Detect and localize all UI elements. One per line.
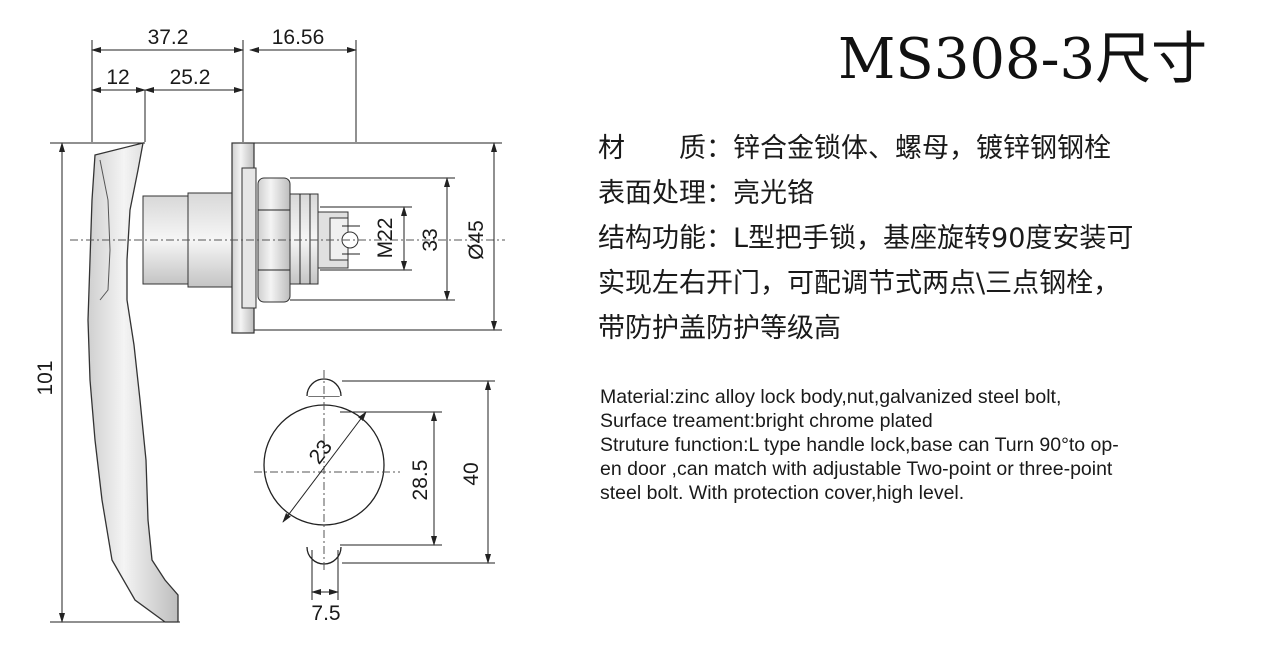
spec-cn-material: 材 质：锌合金锁体、螺母，镀锌钢钢栓: [598, 133, 1111, 164]
spec-en-material: Material:zinc alloy lock body,nut,galvan…: [600, 386, 1062, 408]
dim-line-23: [282, 411, 367, 523]
dim-label-12: 12: [106, 66, 129, 89]
dim-label-40: 40: [460, 462, 483, 485]
product-title: MS308-3尺寸: [838, 27, 1208, 92]
handle-shaft: [142, 195, 189, 285]
dim-label-28-5: 28.5: [409, 460, 432, 501]
spec-english: Material:zinc alloy lock body,nut,galvan…: [600, 385, 1220, 505]
dim-label-45: Ø45: [465, 220, 488, 260]
dim-label-m22: M22: [374, 218, 397, 259]
spec-cn-surface: 表面处理：亮光铬: [598, 178, 814, 209]
dim-label-25-2: 25.2: [170, 66, 211, 89]
spec-en-function-3: steel bolt. With protection cover,high l…: [600, 482, 965, 504]
spec-cn-function-2: 实现左右开门，可配调节式两点\三点钢栓，: [598, 268, 1121, 299]
spec-cn-function-1: 结构功能：L型把手锁，基座旋转90度安装可: [598, 223, 1134, 254]
handle-body: [87, 142, 179, 623]
dim-label-16-56: 16.56: [272, 26, 325, 49]
side-view: [50, 40, 505, 623]
spec-cn-function-3: 带防护盖防护等级高: [598, 313, 841, 344]
spec-en-function-1: Struture function:L type handle lock,bas…: [600, 434, 1119, 456]
spec-chinese: 材 质：锌合金锁体、螺母，镀锌钢钢栓 表面处理：亮光铬 结构功能：L型把手锁，基…: [598, 126, 1238, 351]
spec-en-function-2: en door ,can match with adjustable Two-p…: [600, 458, 1113, 480]
dim-label-33: 33: [419, 228, 442, 251]
dim-label-37-2: 37.2: [148, 26, 189, 49]
cutout-view: [254, 370, 495, 600]
dim-label-101: 101: [34, 360, 57, 395]
dim-label-7-5: 7.5: [311, 602, 340, 625]
spec-en-surface: Surface treament:bright chrome plated: [600, 410, 933, 432]
